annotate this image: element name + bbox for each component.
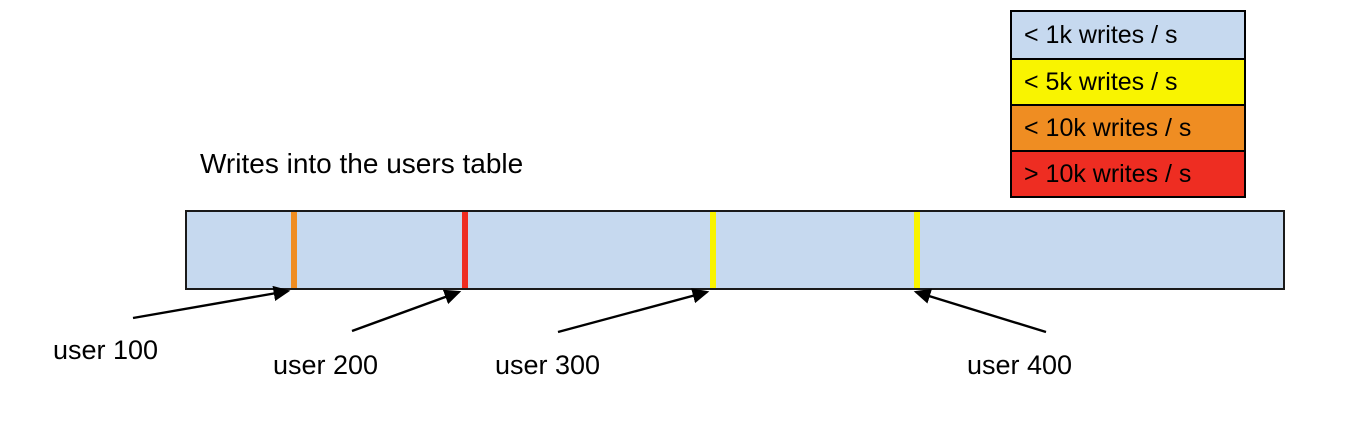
writes-legend: < 1k writes / s < 5k writes / s < 10k wr…: [1010, 10, 1246, 198]
legend-row-under-1k: < 1k writes / s: [1012, 12, 1244, 58]
users-table-bar: [185, 210, 1285, 290]
legend-row-over-10k: > 10k writes / s: [1012, 150, 1244, 196]
user-300-label: user 300: [495, 350, 601, 380]
diagram-caption: Writes into the users table: [200, 148, 524, 179]
user-100-marker: [291, 212, 297, 288]
user-400-arrow: [913, 288, 1047, 334]
user-200-arrow: [351, 289, 462, 333]
legend-row-under-10k: < 10k writes / s: [1012, 104, 1244, 150]
user-200-marker: [462, 212, 468, 288]
user-100-arrow: [132, 285, 291, 320]
user-300-marker: [710, 212, 716, 288]
user-400-marker: [914, 212, 920, 288]
legend-label-over-10k: > 10k writes / s: [1024, 159, 1192, 188]
legend-label-under-1k: < 1k writes / s: [1024, 20, 1178, 49]
legend-label-under-5k: < 5k writes / s: [1024, 67, 1178, 96]
legend-row-under-5k: < 5k writes / s: [1012, 58, 1244, 104]
user-200-label: user 200: [273, 350, 379, 380]
legend-label-under-10k: < 10k writes / s: [1024, 113, 1192, 142]
user-400-label: user 400: [967, 350, 1073, 380]
user-100-label: user 100: [53, 335, 159, 365]
user-300-arrow: [557, 288, 710, 334]
